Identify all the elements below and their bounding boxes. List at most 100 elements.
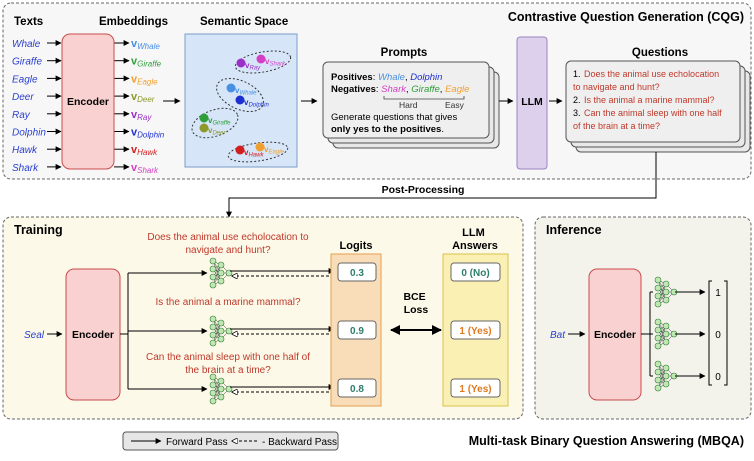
questions-card (565, 60, 741, 143)
prompt-negatives-line: Negatives: Shark, Giraffe, Eagle (331, 84, 469, 95)
text-word: Shark (12, 163, 39, 174)
text-word: Ray (12, 110, 31, 121)
llm-label: LLM (521, 96, 543, 108)
inference-output-value: 0 (715, 330, 721, 341)
embedding-label: vHawk (131, 144, 158, 157)
classifier-head-icon (654, 360, 678, 392)
mbqa-title: Multi-task Binary Question Answering (MB… (469, 434, 744, 448)
legend-backward-label: - Backward Pass (262, 437, 337, 448)
classifier-head-icon (209, 373, 233, 405)
prompts-label: Prompts (381, 47, 428, 59)
legend-forward-label: Forward Pass (166, 437, 228, 448)
embedding-label: vDolphin (131, 127, 165, 140)
logit-value: 0.3 (350, 268, 364, 279)
texts-label: Texts (14, 16, 43, 28)
classifier-head-icon (209, 315, 233, 347)
training-question: navigate and hunt? (185, 245, 271, 256)
answer-box (450, 378, 501, 398)
legend-box (122, 431, 339, 451)
question-text: Can the animal sleep with one half (584, 108, 722, 118)
training-question: the brain at a time? (185, 365, 271, 376)
bce-loss-label: BCE Loss (403, 291, 428, 316)
output-vector-bracket (708, 280, 728, 386)
answers-label: LLM Answers (452, 227, 498, 252)
inference-input-bat: Bat (550, 330, 566, 341)
prompt-positives-line: Positives: Whale, Dolphin (331, 72, 442, 83)
hard-label: Hard (399, 100, 418, 110)
answer-box (450, 320, 501, 340)
text-word: Giraffe (12, 57, 42, 68)
embedding-point (256, 54, 266, 64)
embedding-point-label: vGiraffe (208, 116, 231, 127)
training-input-seal: Seal (24, 330, 45, 341)
answer-box (450, 262, 501, 282)
inference-title: Inference (546, 223, 602, 237)
prompt-card (322, 61, 490, 139)
cqg-encoder-label: Encoder (67, 96, 109, 108)
embedding-point (199, 113, 209, 123)
text-word: Deer (12, 92, 34, 103)
classifier-head-icon (654, 276, 678, 308)
semantic-clusters (191, 50, 292, 163)
embeddings-label: Embeddings (99, 16, 168, 28)
embedding-label: vGiraffe (131, 56, 162, 69)
logit-box (337, 378, 377, 398)
questions-label: Questions (632, 47, 688, 59)
training-encoder-label: Encoder (72, 329, 114, 341)
embedding-point-label: vEagle (264, 145, 284, 156)
question-text: of the brain at a time? (573, 121, 660, 131)
embedding-point-label: vHawk (244, 148, 264, 159)
cqg-encoder-block (61, 33, 115, 170)
classifier-head-icon (209, 257, 233, 289)
embedding-point (235, 145, 245, 155)
training-panel (2, 216, 524, 420)
answer-value: 0 (No) (461, 268, 489, 279)
text-word: Eagle (12, 74, 38, 85)
embedding-point (226, 83, 236, 93)
text-word: Hawk (12, 145, 38, 156)
embedding-point-label: vDolphin (244, 98, 269, 109)
question-text: Is the animal a marine mammal? (584, 95, 715, 105)
embedding-label: vEagle (131, 73, 158, 86)
easy-label: Easy (445, 100, 465, 110)
training-question: Is the animal a marine mammal? (155, 297, 300, 308)
question-number: 1. (573, 69, 581, 79)
embedding-point (255, 142, 265, 152)
inference-output-value: 0 (715, 372, 721, 383)
question-number: 3. (573, 108, 581, 118)
prompt-instruction-line1: Generate questions that gives (331, 112, 457, 123)
logits-label: Logits (340, 240, 373, 252)
training-question: Can the animal sleep with one half of (146, 352, 310, 363)
inference-output-value: 1 (715, 288, 721, 299)
logit-box (337, 320, 377, 340)
inference-panel (534, 216, 752, 420)
embedding-point (199, 123, 209, 133)
embedding-point-label: vWhale (235, 86, 257, 97)
question-number: 2. (573, 95, 581, 105)
post-processing-arrow (226, 152, 657, 218)
question-text: Does the animal use echolocation (584, 69, 719, 79)
embedding-label: vDeer (131, 91, 155, 104)
embedding-label: vRay (131, 109, 152, 122)
post-processing-label: Post-Processing (382, 184, 465, 196)
training-title: Training (14, 223, 63, 237)
embedding-label: vShark (131, 162, 159, 175)
hard-easy-scale (383, 96, 465, 100)
answer-value: 1 (Yes) (459, 326, 491, 337)
prompt-instruction-line2: only yes to the positives. (331, 124, 444, 135)
answer-value: 1 (Yes) (459, 384, 491, 395)
logit-box (337, 262, 377, 282)
embedding-point-label: vShark (265, 57, 286, 68)
training-question: Does the animal use echolocation to (147, 232, 309, 243)
embedding-label: vWhale (131, 38, 160, 51)
llm-block (516, 36, 548, 170)
question-text: to navigate and hunt? (573, 82, 660, 92)
embedding-point (236, 58, 246, 68)
text-word: Dolphin (12, 128, 46, 139)
logit-value: 0.8 (350, 384, 364, 395)
text-word: Whale (12, 39, 41, 50)
classifier-head-icon (654, 318, 678, 350)
embedding-point (235, 95, 245, 105)
inference-encoder-label: Encoder (594, 329, 636, 341)
